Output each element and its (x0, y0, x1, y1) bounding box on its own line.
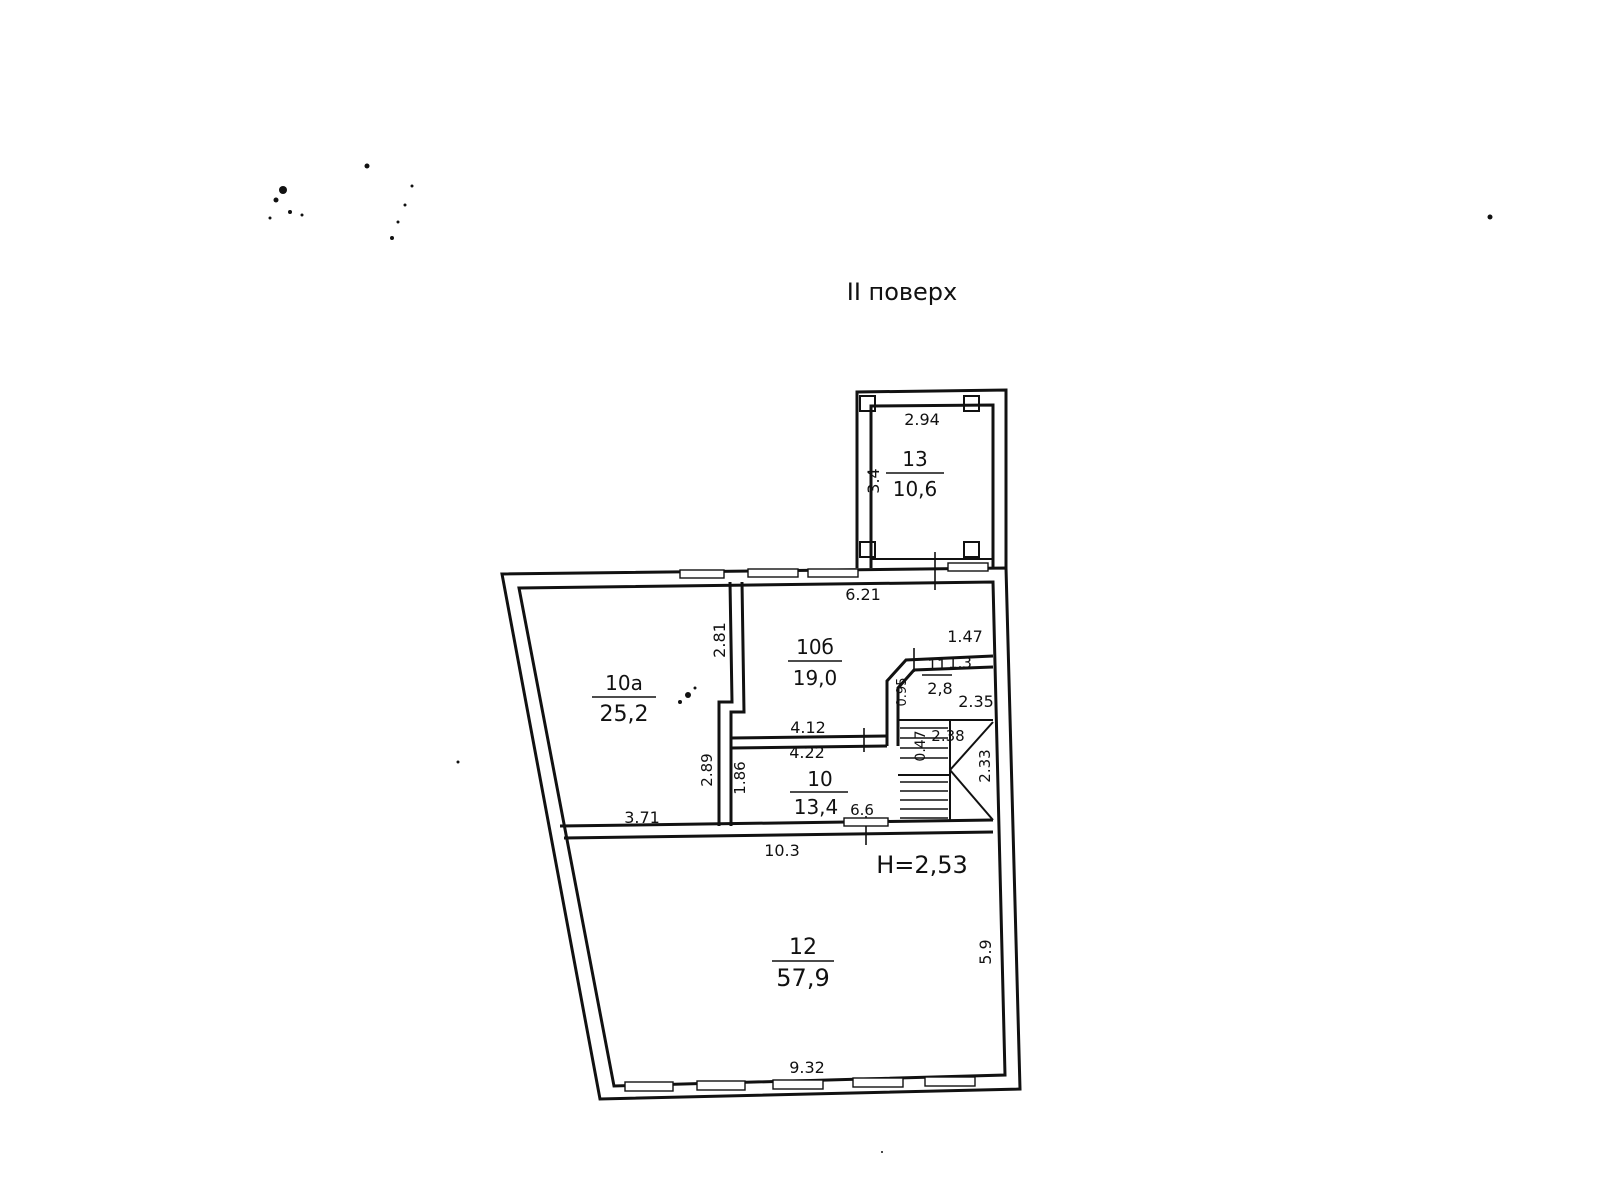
dimension-label: 2.94 (904, 410, 940, 429)
dimension-label: 10.3 (764, 841, 800, 860)
dimension-label: 2.81 (710, 622, 729, 658)
room-number: 10а (605, 671, 643, 695)
room-number: 13 (902, 447, 927, 471)
room-number: 10б (796, 635, 834, 659)
dimension-label: 4.22 (789, 743, 825, 762)
dimension-label: 3.71 (624, 808, 660, 827)
dimension-label: 4.12 (790, 718, 826, 737)
dimension-labels: 2.94 3.4 6.21 2.81 1.47 1.3 2.35 0.95 4.… (624, 410, 995, 1077)
dimension-label: 5.9 (976, 939, 995, 964)
room-area: 19,0 (793, 666, 838, 690)
dimension-label: 3.4 (864, 468, 883, 493)
dimension-label: 9.32 (789, 1058, 825, 1077)
room-10: 10 13,4 (790, 767, 848, 819)
walls (500, 388, 1022, 1101)
dimension-label: 1.86 (731, 761, 749, 794)
room-number: 12 (789, 935, 817, 960)
room-area: 13,4 (794, 795, 839, 819)
dimension-label: 2.33 (976, 749, 994, 782)
room-10b: 10б 19,0 (788, 635, 842, 690)
dimension-label: 6.6 (850, 801, 874, 819)
dimension-label: 6.21 (845, 585, 881, 604)
room-number: 11 (927, 656, 946, 674)
staircase (900, 721, 994, 821)
dimension-label: 1.3 (948, 654, 972, 672)
room-area: 2,8 (927, 679, 952, 698)
room-area: 25,2 (600, 702, 649, 727)
room-12: 12 57,9 (772, 935, 834, 992)
dimension-label: 0.95 (895, 678, 910, 707)
room-10a: 10а 25,2 (592, 671, 656, 727)
room-11: 11 2,8 (922, 656, 953, 698)
dimension-label: 0.47 (913, 730, 929, 761)
dimension-label: 2.35 (958, 692, 994, 711)
scan-noise (268, 163, 1493, 1153)
room-area: 57,9 (776, 964, 829, 992)
windows (624, 562, 989, 1092)
dimension-label: 2.38 (931, 727, 964, 745)
floor-title: II поверх (847, 278, 958, 306)
room-number: 10 (807, 767, 832, 791)
room-13: 13 10,6 (886, 447, 944, 501)
room-area: 10,6 (893, 477, 938, 501)
dimension-label: 2.89 (698, 753, 716, 786)
ceiling-height-label: H=2,53 (876, 851, 968, 879)
dimension-label: 1.47 (947, 627, 983, 646)
